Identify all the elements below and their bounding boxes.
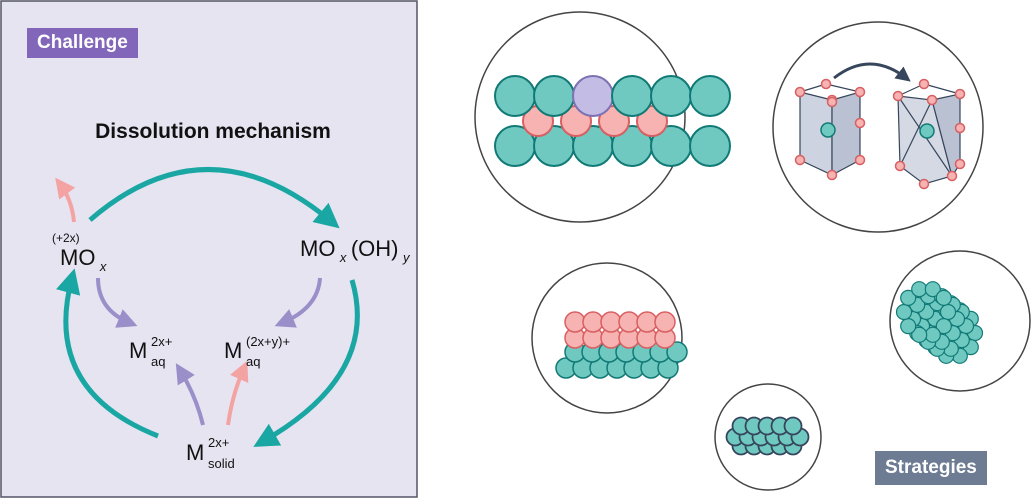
coating-atom xyxy=(582,311,604,333)
arrow-mox-to-maq xyxy=(96,277,138,328)
arrow-mox-pink xyxy=(55,177,76,223)
transformation-arrow xyxy=(833,62,911,82)
vertex-atom xyxy=(918,178,930,190)
vertex-atom xyxy=(794,154,806,166)
vertex-atom xyxy=(826,169,838,181)
vertex-atom xyxy=(854,86,866,98)
cycle-arrow-right xyxy=(253,279,360,447)
mox-base: MO xyxy=(60,245,95,270)
lattice-atom-bottom xyxy=(689,125,731,167)
nanotube-atom xyxy=(911,281,928,298)
polyhedron-edge xyxy=(923,83,961,95)
nanotube-atom xyxy=(900,289,917,306)
vertex-atom xyxy=(820,78,832,90)
challenge-badge: Challenge xyxy=(27,28,138,58)
mox-charge: (+2x) xyxy=(52,231,80,245)
maq1-sup: 2x+ xyxy=(151,334,172,349)
vertex-atom xyxy=(894,160,906,172)
maq1-base: M xyxy=(129,338,147,363)
label-moxoh: MO x (OH) y xyxy=(300,236,411,266)
nanotube-atom xyxy=(900,318,917,335)
center-atom xyxy=(919,123,935,139)
moxoh-base: MO xyxy=(300,236,335,261)
lattice-atom-top xyxy=(611,75,653,117)
cycle-arrow-top xyxy=(88,167,340,229)
vertex-atom xyxy=(854,154,866,166)
maq1-sub: aq xyxy=(151,354,165,369)
nanotube-atom xyxy=(939,303,957,321)
maq2-sup: (2x+y)+ xyxy=(246,334,290,349)
moxoh-mid: (OH) xyxy=(351,236,399,261)
coating-atom xyxy=(618,311,640,333)
vertex-atom xyxy=(954,158,966,170)
polyhedron-edge xyxy=(899,99,933,167)
coating-atom xyxy=(654,311,676,333)
nanotube-atom xyxy=(935,289,952,306)
nanotube-atom xyxy=(924,281,941,298)
arrow-moxoh-to-maq xyxy=(274,277,322,328)
vertex-atom xyxy=(926,94,938,106)
atom-layer xyxy=(494,75,984,456)
label-maq-2: M (2x+y)+ aq xyxy=(224,333,295,369)
label-mox: (+2x) MO x xyxy=(52,229,107,274)
arrow-solid-pink xyxy=(226,360,249,426)
coating-atom xyxy=(636,311,658,333)
coating-atom xyxy=(600,311,622,333)
vertex-atom xyxy=(918,78,930,90)
maq2-base: M xyxy=(224,338,242,363)
lattice-atom-top xyxy=(650,75,692,117)
label-maq-1: M 2x+ aq xyxy=(129,333,177,369)
msolid-base: M xyxy=(186,440,204,465)
lattice-atom-top xyxy=(533,75,575,117)
msolid-sub: solid xyxy=(208,456,235,471)
substrate-atom xyxy=(666,341,688,363)
mox-sub: x xyxy=(99,259,107,274)
vertex-atom xyxy=(794,86,806,98)
dopant-atom xyxy=(572,75,614,117)
lattice-atom-top xyxy=(494,75,536,117)
arrow-solid-to-maq xyxy=(175,363,205,426)
polyhedron-right-face xyxy=(897,95,953,185)
dissolution-title: Dissolution mechanism xyxy=(95,120,331,143)
vertex-atom xyxy=(954,122,966,134)
polyhedron-edge xyxy=(825,83,861,93)
coating-atom xyxy=(564,311,586,333)
vertex-atom xyxy=(826,96,838,108)
vertex-atom xyxy=(892,90,904,102)
nanotube-atom xyxy=(911,326,928,343)
msolid-sup: 2x+ xyxy=(208,435,229,450)
cluster-atom xyxy=(783,416,803,436)
nanotube-atom xyxy=(935,318,952,335)
challenge-panel xyxy=(0,0,418,498)
lattice-atom-top xyxy=(689,75,731,117)
nanotube-atom xyxy=(924,326,941,343)
cycle-arrow-left xyxy=(56,268,159,439)
moxoh-sub1: x xyxy=(339,250,347,265)
nanotube-atom xyxy=(895,303,913,321)
maq2-sub: aq xyxy=(246,354,260,369)
label-msolid: M 2x+ solid xyxy=(186,434,235,471)
center-atom xyxy=(820,122,836,138)
vertex-atom xyxy=(946,170,958,182)
strategies-badge: Strategies xyxy=(875,451,987,485)
vertex-atom xyxy=(954,88,966,100)
vertex-atom xyxy=(854,117,866,129)
moxoh-sub2: y xyxy=(402,250,411,265)
